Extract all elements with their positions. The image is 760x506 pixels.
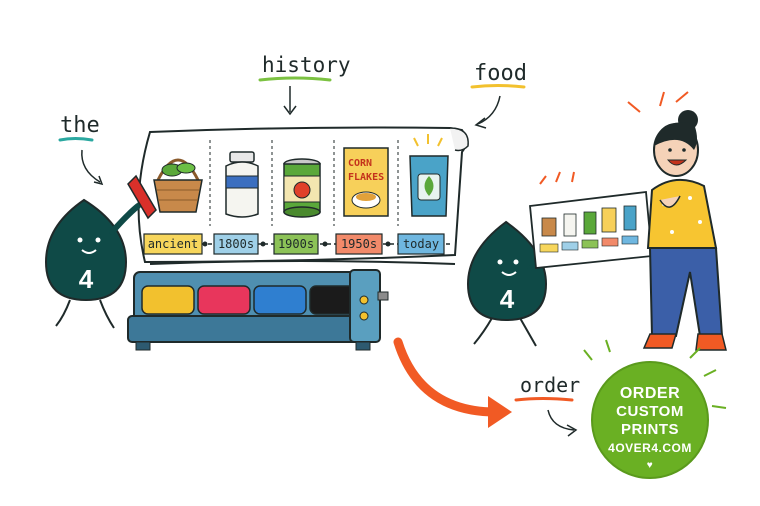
pouch-icon [409, 134, 449, 217]
printing-press-icon [127, 260, 456, 351]
milk-jug-icon [225, 151, 259, 218]
annotation-food-text: food [474, 61, 527, 86]
annotation-the: the [58, 113, 104, 186]
annotation-the-text: the [60, 113, 100, 138]
underline-yellow [470, 84, 526, 89]
mascot-left-number: 4 [79, 264, 94, 294]
badge-line2: CUSTOM [616, 403, 684, 420]
arrow-the-icon [81, 149, 101, 183]
era-label-1800s: 1800s [218, 237, 254, 251]
arrow-food-icon [477, 95, 501, 125]
cereal-box-icon: CORN FLAKES [343, 147, 389, 217]
annotation-history: history [258, 53, 351, 116]
era-label-1950s: 1950s [341, 237, 377, 251]
heart-icon: ♥ [647, 460, 653, 471]
underline-teal [58, 137, 94, 142]
era-tag-1800s: 1800s [213, 233, 259, 255]
happy-customer [627, 91, 727, 351]
era-label-ancient: ancient [148, 237, 199, 251]
mascot-right-number: 4 [500, 284, 515, 314]
era-tag-1900s: 1900s [273, 233, 319, 255]
mascot-left: 4 [44, 174, 157, 329]
curved-arrow-icon [393, 337, 512, 428]
badge-line1: ORDER [620, 385, 680, 402]
era-tag-today: today [397, 233, 445, 255]
print-sample [529, 171, 653, 269]
era-label-today: today [403, 237, 439, 251]
annotation-order: order [514, 373, 580, 437]
underline-green [258, 76, 332, 82]
cereal-box-line2: FLAKES [348, 172, 384, 183]
crayon-icon [127, 174, 157, 220]
era-tag-ancient: ancient [143, 233, 203, 255]
era-tag-1950s: 1950s [335, 233, 383, 255]
tomato-can-icon [283, 158, 321, 218]
order-custom-prints-badge[interactable]: ORDER CUSTOM PRINTS 4OVER4.COM ♥ [583, 339, 727, 479]
timeline: ancient 1800s 1900s 1950s today [143, 233, 450, 255]
arrow-order-icon [547, 409, 575, 431]
basket-icon [153, 158, 203, 213]
badge-line4: 4OVER4.COM [608, 441, 692, 455]
cereal-box-line1: CORN [348, 158, 372, 169]
annotation-food: food [470, 61, 527, 129]
era-label-1900s: 1900s [278, 237, 314, 251]
badge-line3: PRINTS [621, 421, 679, 438]
annotation-history-text: history [262, 53, 351, 77]
underline-red [514, 397, 574, 402]
annotation-order-text: order [520, 373, 580, 397]
